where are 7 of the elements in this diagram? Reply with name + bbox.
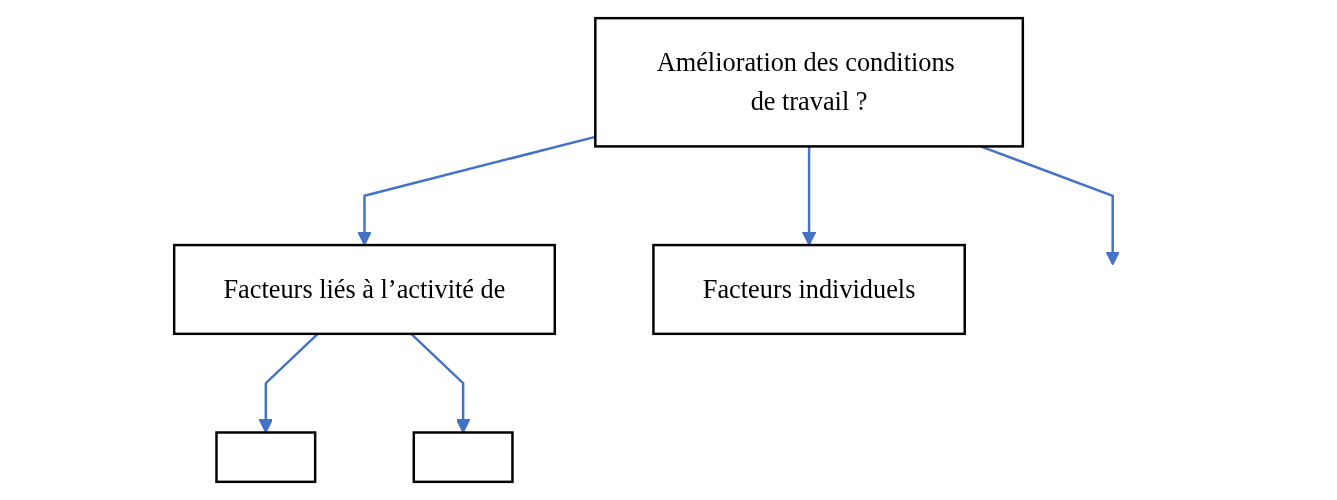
node-box (173, 243, 557, 336)
node-box (652, 243, 967, 336)
arrow (802, 146, 817, 246)
node-box (215, 431, 317, 484)
node-box (594, 16, 1025, 148)
node-box (412, 431, 515, 484)
flowchart-diagram: Amélioration des conditions de travail ? Facteurs liés à l’activité de Facteurs individuels (161, 5, 1176, 495)
